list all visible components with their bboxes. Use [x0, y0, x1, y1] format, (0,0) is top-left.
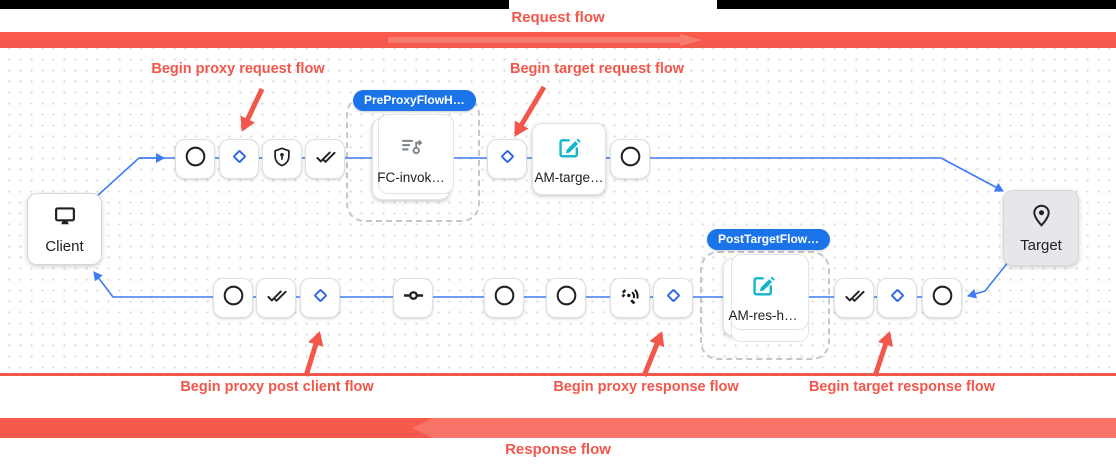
double-check-icon — [265, 284, 288, 312]
client-label: Client — [45, 238, 84, 255]
diamond-icon — [663, 285, 684, 311]
broadcast-step-node[interactable] — [610, 278, 650, 318]
left-arrow-icon — [412, 418, 1116, 438]
am-target-policy-card[interactable]: AM-targe… — [532, 123, 606, 195]
circle-icon — [931, 284, 954, 312]
response-step-node[interactable] — [484, 278, 524, 318]
response-step-node[interactable] — [213, 278, 253, 318]
double-check-step-node[interactable] — [834, 278, 874, 318]
client-node[interactable]: Client — [27, 193, 102, 265]
pre-proxy-flow-pill[interactable]: PreProxyFlowH… — [353, 90, 476, 111]
response-step-node[interactable] — [922, 278, 962, 318]
request-flow-arrow-bar — [0, 32, 1116, 48]
request-flow-title: Request flow — [511, 9, 605, 26]
double-check-step-node[interactable] — [256, 278, 296, 318]
fc-invoke-policy-card[interactable]: FC-invok… — [372, 118, 450, 200]
am-target-label: AM-targe… — [534, 169, 604, 185]
flow-canvas — [0, 48, 1116, 373]
edit-icon — [750, 272, 776, 301]
annotation-begin-proxy-response: Begin proxy response flow — [553, 379, 739, 395]
circle-icon — [555, 284, 578, 312]
request-step-node[interactable] — [610, 139, 650, 179]
am-response-label: AM-res-h… — [728, 307, 798, 323]
flow-callout-icon — [398, 133, 425, 163]
request-flow-diamond-node[interactable] — [219, 139, 259, 179]
double-check-step-node[interactable] — [305, 139, 345, 179]
diamond-icon — [497, 146, 518, 172]
diamond-icon — [229, 146, 250, 172]
proxy-response-diamond-node[interactable] — [653, 278, 693, 318]
circle-icon — [493, 284, 516, 312]
circle-icon — [619, 145, 642, 173]
response-step-node[interactable] — [546, 278, 586, 318]
request-step-node[interactable] — [175, 139, 215, 179]
post-client-diamond-node[interactable] — [300, 278, 340, 318]
diagram-bottom-border — [0, 373, 1116, 376]
circle-icon — [222, 284, 245, 312]
diamond-icon — [310, 285, 331, 311]
annotation-begin-proxy-request: Begin proxy request flow — [151, 61, 325, 77]
location-pin-icon — [1029, 203, 1054, 232]
annotation-begin-proxy-post-client: Begin proxy post client flow — [180, 379, 374, 395]
double-check-icon — [314, 145, 337, 173]
commit-icon — [401, 283, 426, 313]
diamond-icon — [887, 285, 908, 311]
commit-step-node[interactable] — [393, 278, 433, 318]
target-label: Target — [1020, 236, 1062, 254]
annotation-begin-target-request: Begin target request flow — [509, 61, 685, 77]
edit-icon — [556, 134, 582, 163]
response-flow-title: Response flow — [505, 441, 611, 458]
circle-icon — [184, 145, 207, 173]
post-target-flow-group — [700, 251, 830, 360]
am-response-policy-card[interactable]: AM-res-h… — [723, 258, 803, 336]
top-black-bar-left — [0, 0, 509, 9]
post-target-flow-pill[interactable]: PostTargetFlow… — [707, 229, 831, 250]
target-response-diamond-node[interactable] — [877, 278, 917, 318]
top-black-bar-right — [717, 0, 1116, 9]
double-check-icon — [843, 284, 866, 312]
shield-icon — [271, 146, 293, 173]
target-request-diamond-node[interactable] — [487, 139, 527, 179]
annotation-begin-target-response: Begin target response flow — [808, 379, 996, 395]
monitor-icon — [52, 203, 78, 233]
target-node[interactable]: Target — [1003, 190, 1079, 266]
fc-invoke-label: FC-invok… — [377, 170, 445, 185]
broadcast-icon — [618, 284, 642, 313]
security-step-node[interactable] — [262, 139, 302, 179]
response-flow-arrow-bar — [0, 418, 1116, 438]
